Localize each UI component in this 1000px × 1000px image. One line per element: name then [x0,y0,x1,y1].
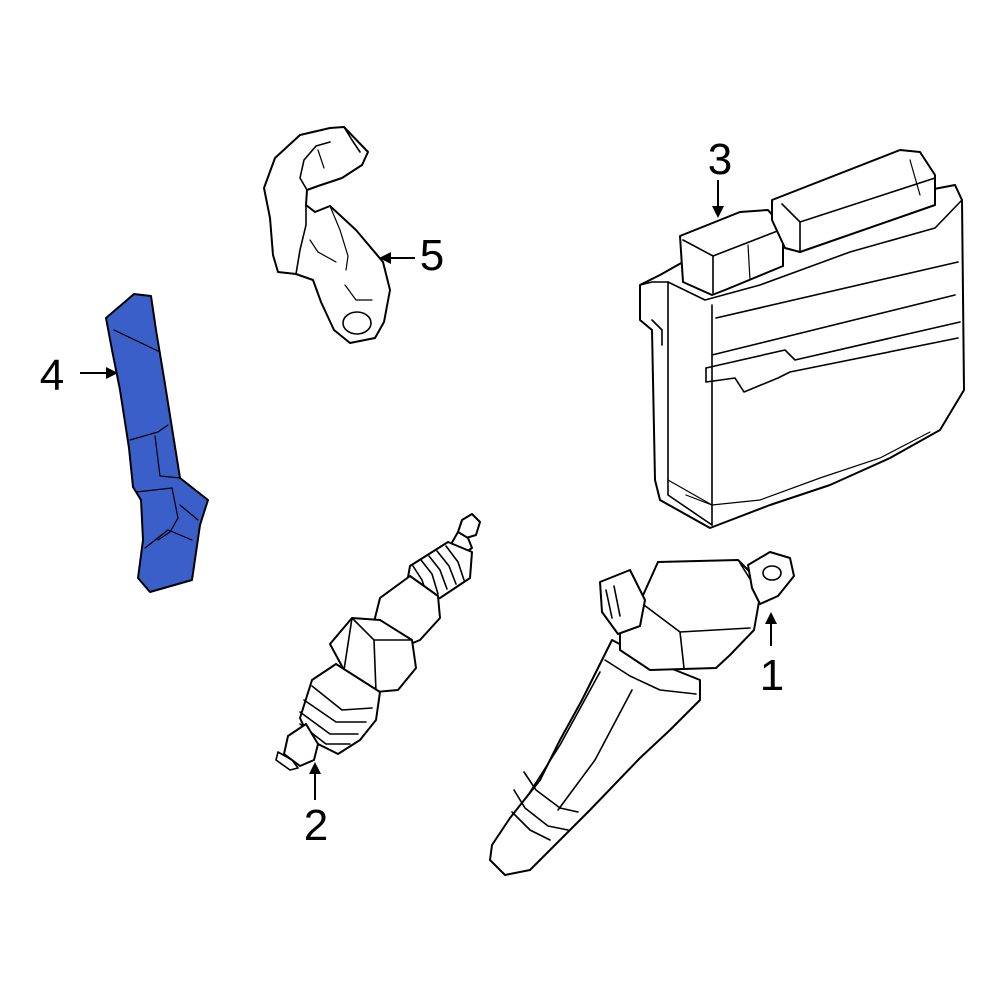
callout-2-label: 2 [304,801,328,850]
callout-3-label: 3 [708,135,732,184]
callout-1-arrow [765,612,777,646]
callout-5-label: 5 [420,231,444,280]
ignition-coil-icon[interactable] [489,551,795,876]
spark-plug-icon[interactable] [275,513,481,771]
bracket-icon[interactable] [105,293,209,593]
callout-5-arrow [379,252,415,264]
control-module-icon[interactable] [639,149,965,529]
callout-3-arrow [712,180,724,218]
callout-4-label: 4 [40,351,64,400]
callout-4-arrow [80,367,118,379]
mount-bracket-icon[interactable] [263,126,391,344]
callout-1-label: 1 [760,651,784,700]
callout-2-arrow [309,762,321,800]
